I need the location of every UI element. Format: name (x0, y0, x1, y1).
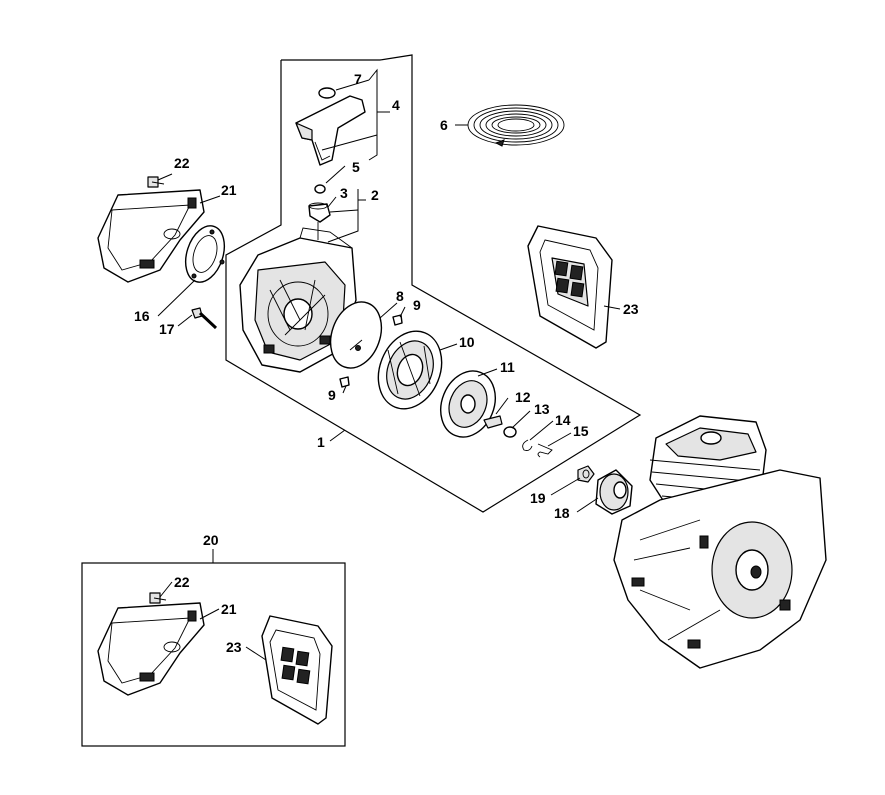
callout-label-4: 4 (392, 97, 400, 113)
callout-label-15: 15 (573, 423, 589, 439)
callout-label-2: 2 (371, 187, 379, 203)
callout-label-5: 5 (352, 159, 360, 175)
callout-label-19: 19 (530, 490, 546, 506)
rewind-spring-part (467, 104, 565, 147)
callout-label-13: 13 (534, 401, 550, 417)
ring-part (184, 225, 226, 283)
callout-label-11: 11 (500, 359, 515, 375)
callout-label-8: 8 (396, 288, 404, 304)
rope-rotor-part (377, 330, 443, 410)
kit-bolt-part (149, 592, 167, 604)
callout-label-20: 20 (203, 532, 219, 548)
engine-part (613, 415, 827, 669)
callout-label-23-upper: 23 (623, 301, 639, 317)
washer-part (503, 426, 517, 438)
callout-label-9-lower: 9 (328, 387, 336, 403)
callout-label-10: 10 (459, 334, 475, 350)
screw-part (339, 314, 403, 388)
callout-label-22-kit: 22 (174, 574, 190, 590)
shroud-part (97, 189, 205, 283)
clip-part (522, 439, 533, 451)
bolt-part (147, 176, 165, 188)
callout-label-18: 18 (554, 505, 570, 521)
callout-label-12: 12 (515, 389, 531, 405)
callout-label-23-kit: 23 (226, 639, 242, 655)
callout-label-22-upper: 22 (174, 155, 190, 171)
kit-shroud-part (97, 602, 205, 696)
starter-grip-part (295, 87, 366, 240)
starter-assembly-outline (225, 54, 642, 513)
callout-label-7: 7 (354, 71, 362, 87)
callout-label-16: 16 (134, 308, 150, 324)
fan-housing-part (239, 227, 357, 373)
callout-label-6: 6 (440, 117, 448, 133)
callout-label-3: 3 (340, 185, 348, 201)
callout-label-1: 1 (317, 434, 325, 450)
fan-wheel-part (595, 469, 633, 515)
pawl-part (483, 415, 503, 429)
kit-air-filter-part (261, 615, 333, 725)
callout-label-17: 17 (159, 321, 175, 337)
leader-lines (157, 68, 621, 661)
callout-label-21-kit: 21 (221, 601, 237, 617)
long-screw-part (191, 307, 218, 330)
nut-part (577, 465, 595, 483)
pawl-carrier-part (440, 370, 496, 438)
callout-label-21-upper: 21 (221, 182, 237, 198)
callout-label-14: 14 (555, 412, 571, 428)
washer-disc-part (329, 301, 383, 369)
spring-clip-part (537, 443, 553, 458)
callout-label-9-upper: 9 (413, 297, 421, 313)
air-filter-part (527, 225, 613, 349)
